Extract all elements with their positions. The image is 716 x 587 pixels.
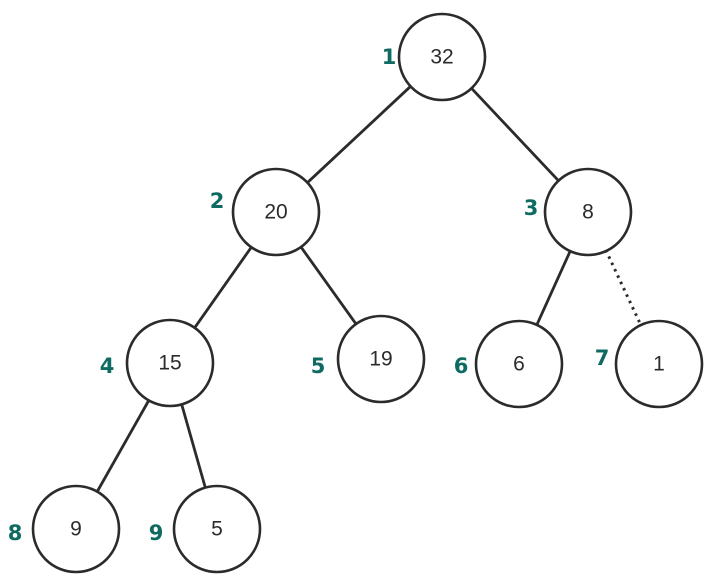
tree-node-8: 98 [8,484,121,574]
node-index-label: 6 [454,354,469,378]
node-index-label: 2 [210,189,225,213]
node-value: 19 [369,348,392,371]
node-circle [172,484,262,574]
node-index-label: 9 [149,521,164,545]
node-index-label: 7 [595,346,610,370]
edge-2-5 [298,244,359,327]
node-value: 1 [653,353,665,376]
node-index-label: 5 [311,354,326,378]
edge-4-8 [95,398,151,494]
node-index-label: 4 [100,354,115,378]
tree-node-5: 19 5 [311,314,426,404]
node-value: 6 [513,353,525,376]
node-index-label: 1 [382,45,397,69]
node-value: 9 [70,518,82,541]
tree-node-1: 32 1 [382,12,487,102]
edge-1-3 [469,86,561,183]
node-index-label: 8 [8,521,23,545]
edge-1-2 [305,84,413,185]
tree-node-4: 15 4 [100,318,215,408]
node-value: 8 [582,201,594,224]
node-circle [614,319,704,409]
edge-4-9 [179,401,208,491]
node-circle [474,319,564,409]
edge-2-4 [192,244,254,331]
tree-node-7: 17 [595,319,704,409]
tree-node-6: 66 [454,319,564,409]
tree-node-3: 83 [524,167,633,257]
tree-node-2: 20 2 [210,167,321,257]
edge-3-7 [604,249,643,327]
node-value: 32 [430,46,453,69]
node-value: 15 [158,352,181,375]
node-circle [125,318,215,408]
node-circle [543,167,633,257]
edge-3-6 [535,248,572,328]
node-circle [31,484,121,574]
node-value: 5 [211,518,223,541]
node-value: 20 [264,201,287,224]
tree-node-9: 59 [149,484,262,574]
edges-layer [95,84,643,494]
node-circle [231,167,321,257]
node-circle [397,12,487,102]
node-circle [336,314,426,404]
node-index-label: 3 [524,196,539,220]
